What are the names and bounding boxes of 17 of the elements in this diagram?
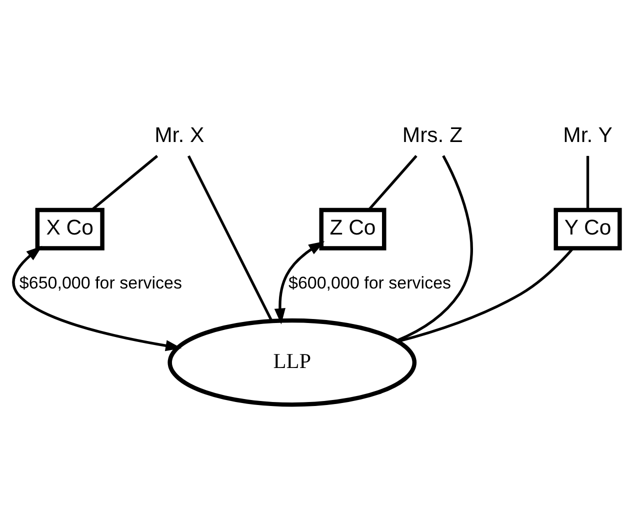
- connector: [90, 154, 158, 211]
- connector: [586, 156, 589, 210]
- node-text: Mr. X: [154, 122, 204, 147]
- node-ellipse: LLP: [167, 318, 416, 407]
- node-box: Z Co: [318, 208, 386, 250]
- node-text: Mr. Y: [562, 122, 612, 147]
- connector: [397, 247, 574, 343]
- connector: [186, 155, 272, 322]
- arrow: [12, 246, 182, 352]
- edge-label: $650,000 for services: [18, 273, 182, 292]
- connector: [396, 155, 472, 342]
- connector: [367, 155, 417, 211]
- node-box: X Co: [34, 208, 104, 250]
- node-text: Mrs. Z: [402, 122, 462, 147]
- arrow: [274, 241, 324, 324]
- node-box: Y Co: [553, 208, 622, 250]
- edge-label: $600,000 for services: [288, 273, 451, 292]
